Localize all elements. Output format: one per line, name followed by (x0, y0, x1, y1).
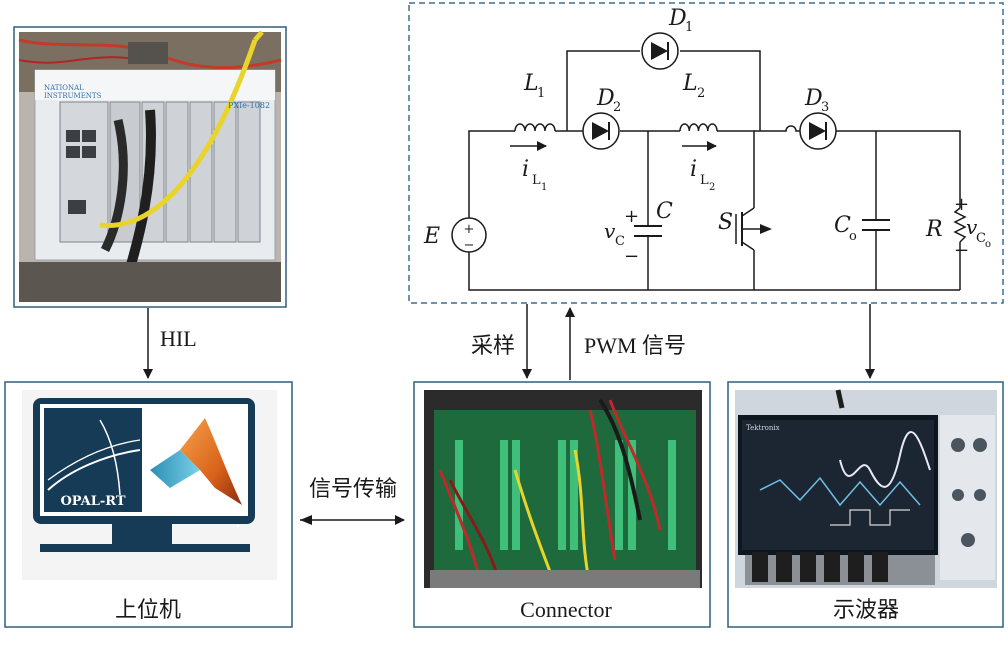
capacitor-C: C + − v C (604, 199, 673, 267)
label-D3-sub: 3 (821, 100, 829, 115)
resistor-R: R + − v C o (925, 194, 991, 261)
label-iL2-subsub: 2 (709, 182, 715, 193)
pwm-label: PWM 信号 (584, 333, 686, 358)
label-L1-sub: 1 (537, 86, 545, 101)
label-D1: D (668, 6, 687, 31)
label-vC: v (604, 219, 616, 243)
circuit-schematic: + − E L 1 L 2 D 1 D 2 (408, 2, 1004, 304)
label-vC-sub: C (615, 234, 625, 249)
diode-D2: D 2 (582, 86, 621, 150)
scope-box: Tektronix 示波器 (727, 381, 1004, 628)
current-iL1: i L 1 (510, 141, 547, 193)
label-D1-sub: 1 (685, 20, 693, 35)
current-iL2: i L 2 (682, 141, 717, 193)
label-iL1-subsub: 1 (541, 182, 547, 193)
label-iL2-sub: L (700, 173, 709, 188)
sampling-arrow: 采样 (471, 304, 532, 379)
inductor-L1: L 1 (514, 71, 556, 132)
pxie-chassis-photo: NATIONAL INSTRUMENTS PXIe-1082 (18, 30, 282, 302)
connector-caption: Connector (520, 597, 612, 622)
hil-box: NATIONAL INSTRUMENTS PXIe-1082 (13, 26, 287, 308)
label-vCo: v (966, 215, 978, 239)
capacitor-Co: C o (834, 213, 890, 244)
label-L2: L (682, 71, 698, 96)
label-D2-sub: 2 (613, 100, 621, 115)
label-Co: C (834, 213, 851, 238)
switch-S: S (718, 207, 772, 251)
vC-plus: + (624, 206, 639, 227)
circuit-boundary (408, 2, 1004, 304)
source-minus: − (464, 238, 475, 253)
circuit-wires (468, 50, 961, 291)
label-S: S (718, 210, 733, 235)
signal-transfer-arrow: 信号传输 (300, 477, 405, 525)
label-vCo-sub: C (976, 231, 986, 246)
signal-transfer-label: 信号传输 (309, 477, 397, 502)
label-Co-sub: o (849, 229, 857, 244)
host-box: OPAL-RT 上位机 (4, 381, 293, 628)
matlab-logo (150, 418, 242, 505)
pwm-arrow: PWM 信号 (565, 307, 686, 380)
sampling-label: 采样 (471, 334, 515, 359)
label-iL2: i (690, 157, 697, 182)
vC-minus: − (624, 246, 639, 267)
hil-arrow: HIL (143, 308, 197, 379)
label-vCo-subsub: o (985, 239, 991, 250)
scope-brand-text: Tektronix (746, 424, 780, 432)
source-plus: + (464, 222, 475, 237)
label-R: R (925, 217, 943, 242)
connector-box: Connector (413, 381, 711, 628)
label-L2-sub: 2 (697, 86, 705, 101)
ni-brand-text-2: INSTRUMENTS (44, 92, 102, 100)
host-caption: 上位机 (115, 598, 181, 623)
opal-rt-text: OPAL-RT (60, 494, 125, 509)
diode-D3: D 3 (799, 86, 837, 150)
label-L1: L (523, 71, 539, 96)
vCo-plus: + (954, 194, 969, 215)
voltage-source-E: + − E (423, 217, 487, 253)
oscilloscope-photo: Tektronix (735, 389, 997, 588)
label-C: C (656, 199, 673, 224)
ni-brand-text-1: NATIONAL (44, 84, 84, 92)
hil-label: HIL (160, 326, 197, 351)
label-E: E (423, 224, 440, 249)
inductor-L2: L 2 (679, 71, 718, 132)
connector-board-photo (424, 390, 702, 588)
diode-D1: D 1 (641, 6, 693, 70)
scope-caption: 示波器 (833, 598, 899, 623)
label-D3: D (804, 86, 823, 111)
ni-model-text: PXIe-1082 (228, 101, 270, 110)
label-iL1-sub: L (532, 173, 541, 188)
vCo-minus: − (954, 240, 969, 261)
label-D2: D (596, 86, 615, 111)
label-iL1: i (522, 157, 529, 182)
monitor-opal-rt-matlab-icon: OPAL-RT (22, 390, 277, 580)
